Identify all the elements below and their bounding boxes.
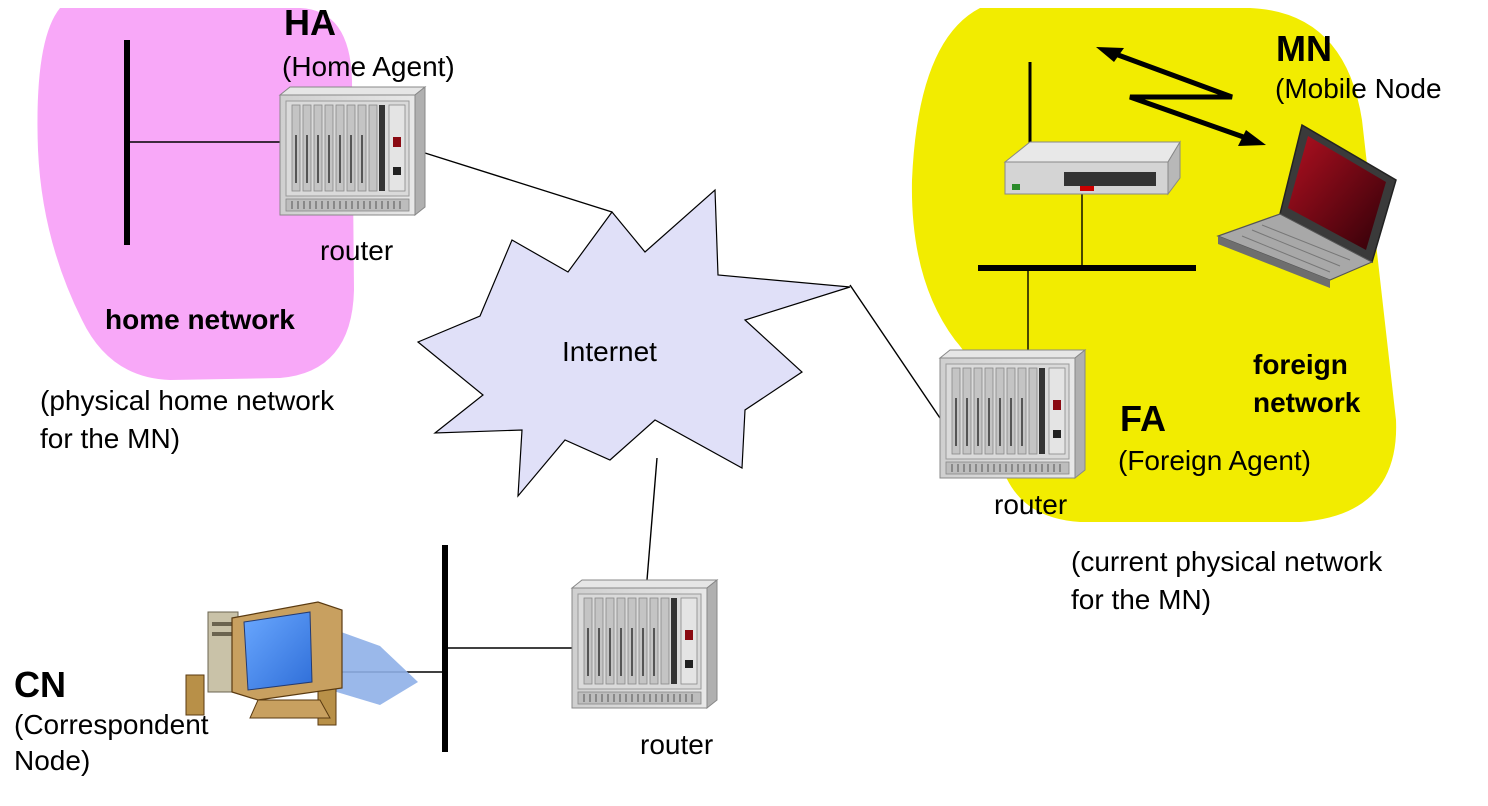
home-agent-subtitle: (Home Agent) xyxy=(282,51,455,82)
access-point-icon xyxy=(1003,62,1181,196)
foreign-router-label: router xyxy=(994,489,1068,520)
foreign-agent-subtitle: (Foreign Agent) xyxy=(1118,445,1311,476)
correspondent-node-subtitle-line1: (Correspondent xyxy=(14,709,209,740)
cn-router-label: router xyxy=(640,729,714,760)
foreign-network-label-line2: network xyxy=(1253,387,1361,418)
home-network-note-line2: for the MN) xyxy=(40,423,181,454)
home-network-label: home network xyxy=(105,304,295,335)
mobile-node-subtitle: (Mobile Node xyxy=(1275,73,1442,104)
mobile-node-title: MN xyxy=(1276,28,1332,69)
correspondent-node-title: CN xyxy=(14,664,66,705)
cn-router-icon xyxy=(571,579,718,709)
foreign-network-note-line2: for the MN) xyxy=(1071,584,1212,615)
link-ha-internet xyxy=(424,152,613,213)
link-fa-internet xyxy=(849,284,941,419)
wireless-link-icon xyxy=(1096,47,1266,146)
internet-label: Internet xyxy=(562,336,657,367)
home-network-region xyxy=(37,8,354,380)
home-agent-router-icon xyxy=(279,86,426,216)
foreign-agent-title: FA xyxy=(1120,398,1167,439)
foreign-network-label-line1: foreign xyxy=(1253,349,1348,380)
internet-cloud-icon xyxy=(416,188,851,498)
desktop-computer-icon xyxy=(185,601,418,726)
home-network-note-line1: (physical home network xyxy=(40,385,335,416)
home-agent-title: HA xyxy=(284,2,336,43)
laptop-icon xyxy=(1216,123,1397,288)
correspondent-node-subtitle-line2: Node) xyxy=(14,745,91,776)
foreign-network-note-line1: (current physical network xyxy=(1071,546,1383,577)
home-router-label: router xyxy=(320,235,394,266)
foreign-agent-router-icon xyxy=(939,349,1086,479)
link-cn-router-internet xyxy=(646,457,658,581)
